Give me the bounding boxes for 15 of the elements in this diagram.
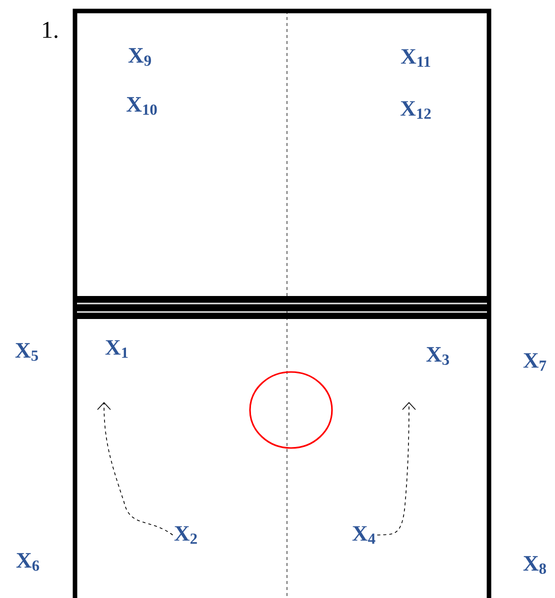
player-label: X$_{11}$ (400, 49, 430, 67)
player-label: X$_{10}$ (126, 97, 157, 115)
player-label: X$_{2}$ (174, 526, 197, 544)
player-label: X$_{7}$ (523, 353, 546, 371)
figure-number: 1. (43, 22, 58, 38)
player-label: X$_{6}$ (16, 553, 40, 571)
player-label: X$_{1}$ (105, 340, 128, 358)
player-label: X$_{9}$ (128, 48, 151, 66)
player-label: X$_{5}$ (15, 343, 38, 361)
player-label: X$_{12}$ (400, 101, 431, 119)
arrow (376, 402, 416, 536)
player-label: X$_{3}$ (426, 347, 449, 365)
player-label: X$_{4}$ (352, 526, 376, 544)
player-label: X$_{8}$ (523, 556, 546, 574)
arrow (97, 402, 174, 536)
